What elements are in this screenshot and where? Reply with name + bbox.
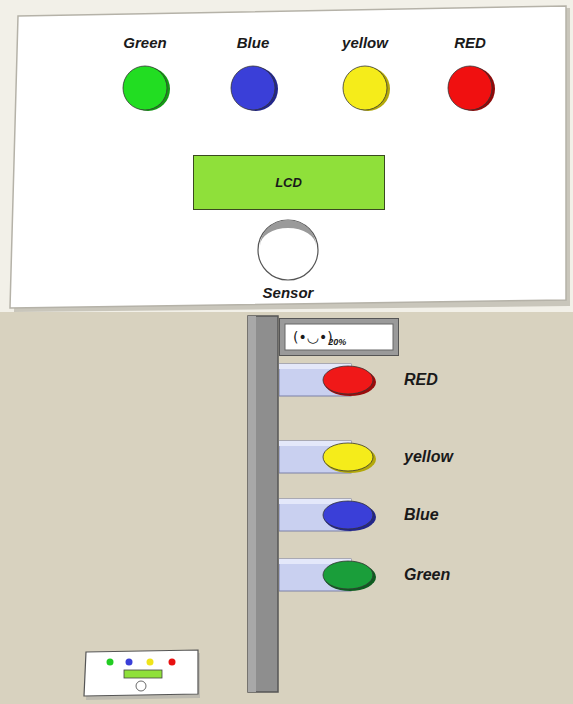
control-panel [10,6,566,308]
label-text: yellow [342,34,388,51]
bar-face [248,316,256,692]
label-text: Sensor [263,284,314,301]
led-label: Green [105,34,185,114]
led-label: yellow [279,437,463,477]
label-text: yellow [404,448,453,466]
percent-text: 20% [328,337,346,347]
led-label: RED [279,360,448,400]
vertical-bar [248,316,278,692]
led-label: Blue [213,34,293,114]
label-text: Blue [237,34,270,51]
label-text: RED [404,371,438,389]
label-text: Green [404,566,450,584]
label-text: LCD [275,175,302,190]
mini-panel [84,650,200,700]
status-display: (•◡•)20% [279,318,399,356]
led-label: Blue [279,495,449,535]
label-text: (•◡•) [293,329,333,345]
led-label: RED [430,34,510,114]
led-label: yellow [325,34,405,114]
label-text: Blue [404,506,439,524]
sensor-circle: Sensor [248,218,328,308]
upper-ground [0,0,573,312]
label-text: Green [123,34,166,51]
led-label: Green [279,555,461,595]
lcd-box: LCD [193,155,385,210]
label-text: RED [454,34,486,51]
